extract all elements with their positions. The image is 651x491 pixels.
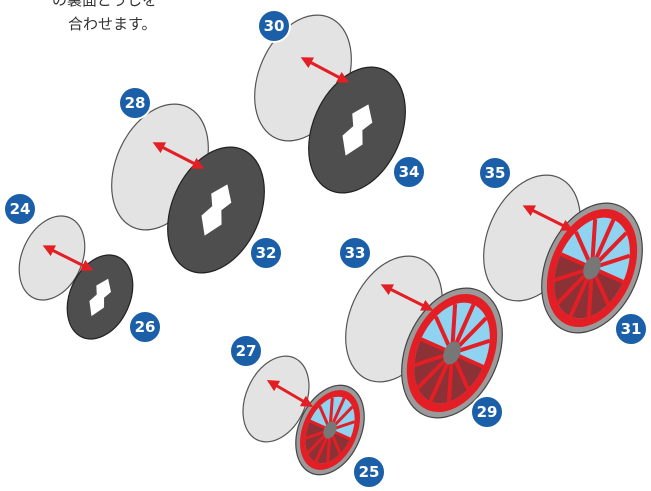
badge-35: 35 <box>478 156 512 190</box>
badge-27: 27 <box>229 334 263 368</box>
red-wheel-25 <box>295 384 365 476</box>
badge-33: 33 <box>338 236 372 270</box>
red-wheel-29 <box>401 287 503 419</box>
double-arrow-icon <box>266 379 314 408</box>
badge-32: 32 <box>249 236 283 270</box>
part-group-33-29 <box>345 255 503 419</box>
badge-26: 26 <box>128 310 162 344</box>
badge-25: 25 <box>352 455 386 489</box>
part-group-24-26 <box>18 215 134 340</box>
badge-34: 34 <box>392 155 426 189</box>
svg-text:33: 33 <box>345 244 366 262</box>
svg-text:25: 25 <box>359 463 380 481</box>
svg-text:26: 26 <box>135 318 156 336</box>
instruction-line-2: 合わせます。 <box>68 15 157 33</box>
badge-29: 29 <box>470 395 504 429</box>
part-group-35-31 <box>483 174 643 334</box>
svg-text:28: 28 <box>125 94 146 112</box>
svg-text:35: 35 <box>485 164 506 182</box>
svg-text:34: 34 <box>399 163 420 181</box>
part-group-27-25 <box>242 355 365 476</box>
dark-disc-34 <box>308 66 406 194</box>
double-arrow-icon <box>380 284 434 311</box>
badge-30: 30 <box>257 9 291 43</box>
red-wheel-31 <box>541 202 643 334</box>
double-arrow-icon <box>42 245 94 271</box>
svg-text:32: 32 <box>256 244 277 262</box>
svg-text:24: 24 <box>10 200 31 218</box>
part-group-28-32 <box>111 103 265 274</box>
double-arrow-icon <box>152 142 205 169</box>
dark-disc-26 <box>66 254 134 340</box>
badge-31: 31 <box>614 312 648 346</box>
instruction-text: の裏面どうしを 合わせます。 <box>0 0 158 36</box>
svg-text:30: 30 <box>264 17 285 35</box>
dark-disc-32 <box>167 146 265 274</box>
double-arrow-icon <box>522 205 574 231</box>
badge-24: 24 <box>3 192 37 226</box>
svg-text:31: 31 <box>621 320 642 338</box>
part-group-30-34 <box>254 14 406 194</box>
svg-text:29: 29 <box>477 403 498 421</box>
double-arrow-icon <box>300 57 350 83</box>
badge-28: 28 <box>118 86 152 120</box>
instruction-line-1: の裏面どうしを <box>52 0 158 9</box>
svg-text:27: 27 <box>236 342 257 360</box>
